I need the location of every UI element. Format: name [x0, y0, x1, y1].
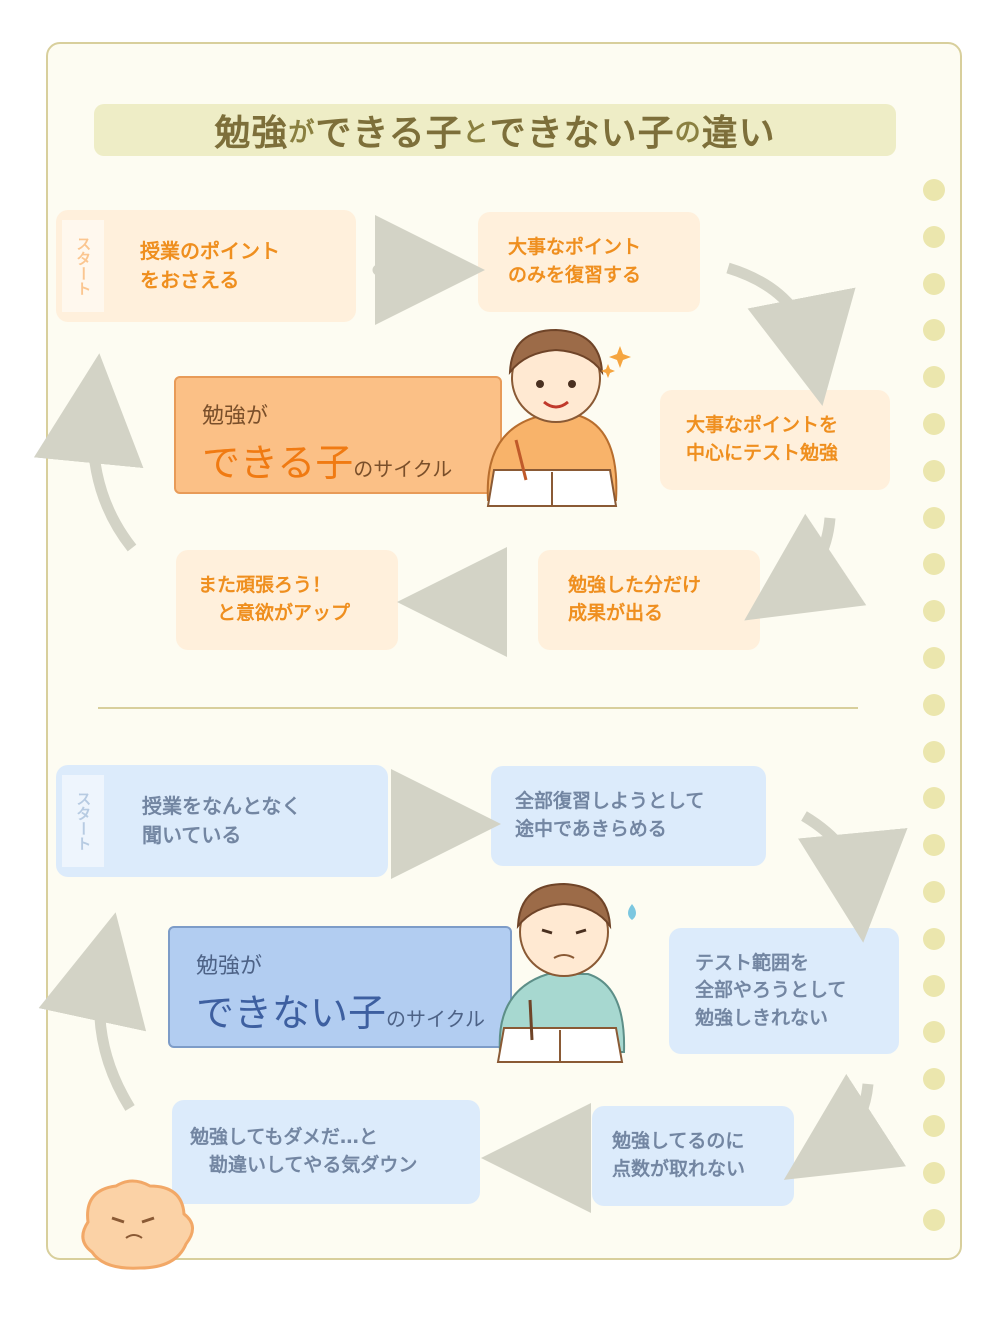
title-part: できない子 — [489, 113, 675, 154]
step-text: 大事なポイントを 中心にテスト勉強 — [686, 414, 839, 464]
title-part: 違い — [701, 113, 776, 154]
binder-dot — [923, 740, 945, 763]
step-text: 勉強してもダメだ…と 勘違いしてやる気ダウン — [190, 1126, 418, 1176]
step-text: 授業をなんとなく 聞いている — [142, 794, 302, 847]
step-text: 授業のポイント をおさえる — [140, 239, 280, 292]
cycle-label-line1: 勉強が — [202, 404, 269, 429]
title-part: 勉強 — [214, 113, 289, 154]
title-part: できる子 — [315, 113, 463, 154]
good-step-4: 勉強した分だけ 成果が出る — [538, 550, 760, 650]
worried-student-illustration — [496, 882, 636, 1063]
bad-step-4: 勉強してるのに 点数が取れない — [592, 1106, 794, 1206]
binder-dot — [923, 459, 945, 482]
bad-step-2: 全部復習しようとして 途中であきらめる — [491, 766, 766, 866]
cycle-label-suffix: のサイクル — [386, 1007, 486, 1031]
binder-dot — [923, 693, 945, 716]
binder-dot — [923, 272, 945, 295]
bad-arrow-5 — [38, 912, 147, 1111]
binder-dot — [923, 647, 945, 669]
binder-dot — [923, 834, 945, 857]
section-divider — [98, 707, 858, 709]
page-title: 勉強 が できる子 と できない子 の 違い — [94, 104, 896, 156]
title-part: が — [288, 117, 316, 148]
binder-dot — [923, 1208, 945, 1231]
good-cycle-label: 勉強が できる子のサイクル — [174, 376, 502, 494]
binder-dot — [923, 787, 945, 810]
start-label: スタート — [74, 236, 93, 296]
start-label: スタート — [74, 791, 93, 851]
cycle-label-big: できない子 — [196, 991, 387, 1035]
binder-dot — [923, 1021, 945, 1044]
step-text: 大事なポイント のみを復習する — [508, 236, 642, 286]
good-arrow-5 — [33, 353, 144, 552]
good-arrow-2 — [726, 262, 856, 406]
cycle-label-line1: 勉強が — [196, 954, 263, 979]
step-text: 勉強した分だけ 成果が出る — [568, 574, 702, 624]
bad-step-1: スタート 授業をなんとなく 聞いている — [56, 765, 388, 877]
bad-arrow-3 — [783, 1073, 907, 1180]
binder-dot — [923, 553, 945, 576]
binder-dot — [923, 1161, 945, 1184]
cycle-label-big: できる子 — [202, 441, 354, 485]
cycle-label-suffix: のサイクル — [353, 457, 453, 481]
title-part: の — [674, 117, 702, 148]
binder-dot — [923, 506, 945, 529]
good-step-2: 大事なポイント のみを復習する — [478, 212, 700, 312]
binder-dot — [923, 881, 945, 903]
binder-dot — [923, 1115, 945, 1137]
binder-dot — [923, 366, 945, 389]
bad-cycle-label: 勉強が できない子のサイクル — [168, 926, 512, 1048]
binder-dot — [923, 600, 945, 623]
binder-dot — [923, 179, 945, 201]
binder-dot — [923, 225, 945, 248]
good-arrow-3 — [744, 513, 867, 621]
bad-step-5: 勉強してもダメだ…と 勘違いしてやる気ダウン — [172, 1100, 480, 1204]
bad-arrow-2 — [798, 811, 908, 943]
step-text: 勉強してるのに 点数が取れない — [612, 1130, 746, 1180]
start-tab: スタート — [62, 220, 104, 312]
binder-dot — [923, 1068, 945, 1091]
step-text: 全部復習しようとして 途中であきらめる — [515, 790, 705, 840]
bad-step-3: テスト範囲を 全部やろうとして 勉強しきれない — [669, 928, 899, 1054]
binder-dot — [923, 413, 945, 435]
title-part: と — [462, 117, 490, 148]
binder-dot — [923, 927, 945, 950]
good-step-1: スタート 授業のポイント をおさえる — [56, 210, 356, 322]
binder-dot — [923, 974, 945, 997]
step-text: また頑張ろう！ と意欲がアップ — [198, 574, 351, 624]
good-step-5: また頑張ろう！ と意欲がアップ — [176, 550, 398, 650]
happy-student-illustration — [486, 328, 631, 507]
binder-dot — [923, 319, 945, 342]
step-text: テスト範囲を 全部やろうとして 勉強しきれない — [695, 951, 847, 1029]
good-step-3: 大事なポイントを 中心にテスト勉強 — [660, 390, 890, 490]
start-tab: スタート — [62, 775, 104, 867]
mascot-illustration — [81, 1179, 194, 1270]
